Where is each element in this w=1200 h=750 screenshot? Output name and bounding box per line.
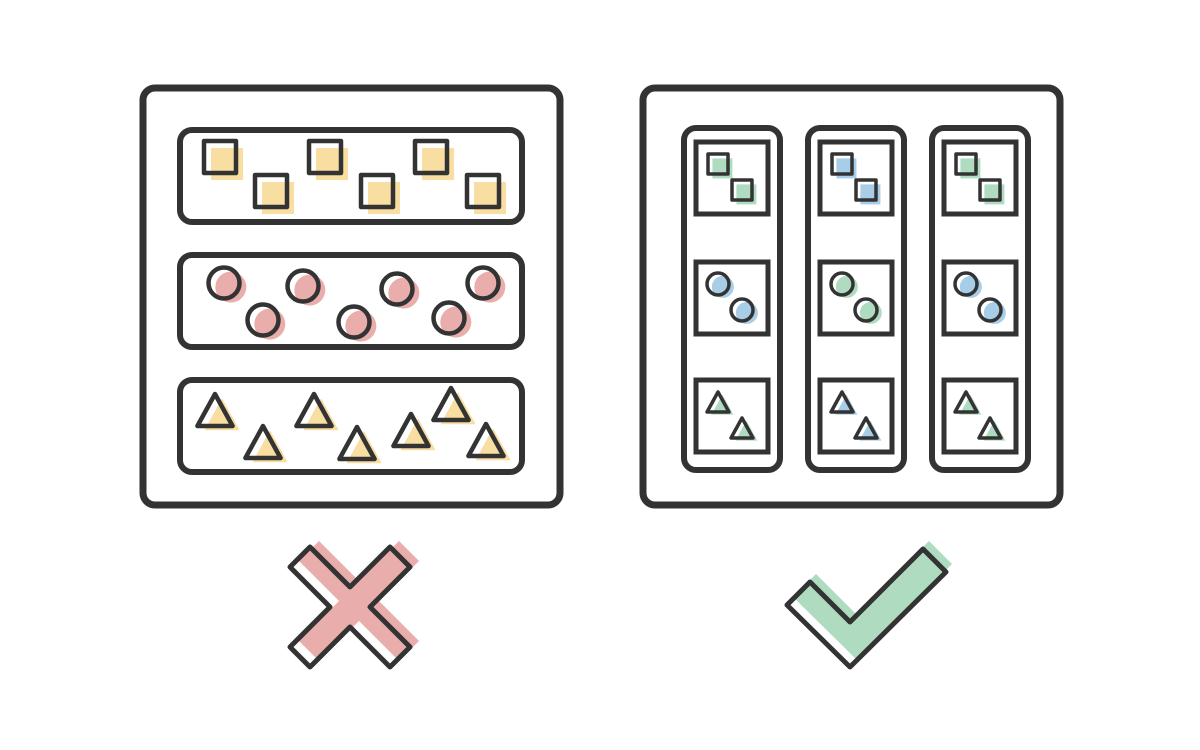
square-shape	[358, 172, 401, 215]
row-container	[177, 252, 525, 350]
circle-shape	[705, 271, 734, 298]
feature-cell	[817, 377, 895, 455]
feature-cell	[693, 259, 771, 337]
square-shape	[854, 178, 881, 205]
circle-shape	[977, 297, 1006, 324]
square-shape	[306, 138, 349, 181]
triangle-shape	[431, 385, 476, 425]
circle-shape	[206, 265, 247, 303]
square-shape	[730, 178, 757, 205]
triangle-shape	[977, 416, 1006, 441]
triangle-shape	[294, 391, 339, 431]
square-shape	[464, 172, 507, 215]
square-shape	[830, 152, 857, 179]
triangle-shape	[953, 390, 982, 415]
square-shape	[201, 138, 244, 181]
feature-cell	[817, 259, 895, 337]
feature-cell	[941, 139, 1019, 217]
correct-panel-frame	[639, 84, 1064, 509]
feature-cell	[941, 377, 1019, 455]
feature-cell	[817, 139, 895, 217]
triangle-shape	[729, 416, 758, 441]
triangle-shape	[705, 390, 734, 415]
square-shape	[412, 138, 455, 181]
row-squares	[177, 127, 525, 225]
feature-column	[805, 125, 907, 473]
circle-shape	[729, 297, 758, 324]
triangle-shape	[829, 390, 858, 415]
triangle-shape	[391, 411, 436, 451]
circle-shape	[853, 297, 882, 324]
incorrect-panel-frame	[139, 84, 564, 509]
circle-shape	[431, 300, 472, 338]
feature-column	[929, 125, 1031, 473]
triangle-shape	[243, 423, 288, 463]
circle-shape	[829, 271, 858, 298]
square-shape	[978, 178, 1005, 205]
circle-shape	[465, 265, 506, 303]
triangle-shape	[466, 421, 511, 461]
check-icon	[784, 541, 952, 670]
triangle-shape	[337, 424, 382, 464]
square-shape	[252, 172, 295, 215]
cross-icon	[287, 541, 419, 670]
row-triangles	[177, 377, 525, 475]
square-shape	[706, 152, 733, 179]
circle-shape	[245, 302, 286, 340]
circle-shape	[953, 271, 982, 298]
row-container	[177, 377, 525, 475]
correct-panel	[639, 84, 1064, 509]
incorrect-panel	[139, 84, 564, 509]
triangle-shape	[853, 416, 882, 441]
feature-column	[681, 125, 783, 473]
circle-shape	[379, 271, 420, 309]
feature-cell	[941, 259, 1019, 337]
row-circles	[177, 252, 525, 350]
circle-shape	[285, 268, 326, 306]
row-container	[177, 127, 525, 225]
feature-cell	[693, 139, 771, 217]
square-shape	[954, 152, 981, 179]
circle-shape	[336, 304, 377, 342]
feature-cell	[693, 377, 771, 455]
triangle-shape	[195, 391, 240, 431]
